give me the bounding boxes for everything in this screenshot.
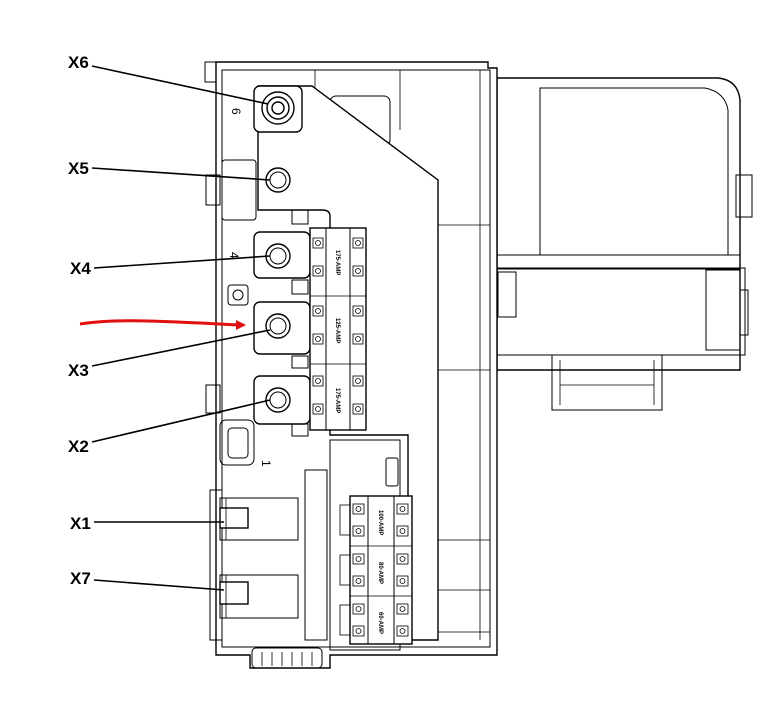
callout-x5: X5 bbox=[68, 159, 89, 178]
position-number-1: 1 bbox=[259, 460, 273, 467]
connector-small bbox=[227, 284, 399, 487]
lower-fuse-block: 100-AMP 80-AMP 60-AMP bbox=[329, 439, 413, 651]
fuse-label-lower-1: 100-AMP bbox=[377, 510, 383, 535]
leader-x7 bbox=[93, 579, 225, 591]
leader-x6 bbox=[91, 65, 269, 105]
callout-x3: X3 bbox=[68, 361, 89, 380]
position-number-6: 6 bbox=[229, 108, 243, 115]
leader-x5 bbox=[91, 167, 271, 181]
callout-x1: X1 bbox=[70, 514, 91, 533]
red-highlight-arrow bbox=[79, 319, 246, 330]
stud-x2 bbox=[253, 375, 311, 437]
stud-x4 bbox=[253, 209, 311, 295]
fuse-label-lower-3: 60-AMP bbox=[377, 612, 383, 634]
fuse-label-lower-2: 80-AMP bbox=[377, 562, 383, 584]
stud-x6 bbox=[253, 85, 303, 133]
upper-fuse-block: 175-AMP 125-AMP 175-AMP bbox=[309, 227, 367, 431]
stud-x3 bbox=[253, 301, 311, 369]
position-number-4: 4 bbox=[227, 252, 241, 259]
fuse-label-upper-2: 125-AMP bbox=[334, 318, 340, 343]
leader-x4 bbox=[93, 255, 271, 269]
callout-x7: X7 bbox=[70, 569, 91, 588]
callout-x2: X2 bbox=[68, 437, 89, 456]
leader-x2 bbox=[91, 399, 271, 443]
fuse-label-upper-3: 175-AMP bbox=[334, 388, 340, 413]
right-bracket bbox=[496, 77, 753, 411]
leader-x3 bbox=[91, 329, 271, 367]
leader-lines bbox=[91, 65, 271, 591]
callout-x6: X6 bbox=[68, 53, 89, 72]
fuse-label-upper-1: 175-AMP bbox=[334, 250, 340, 275]
callout-x4: X4 bbox=[70, 259, 91, 278]
